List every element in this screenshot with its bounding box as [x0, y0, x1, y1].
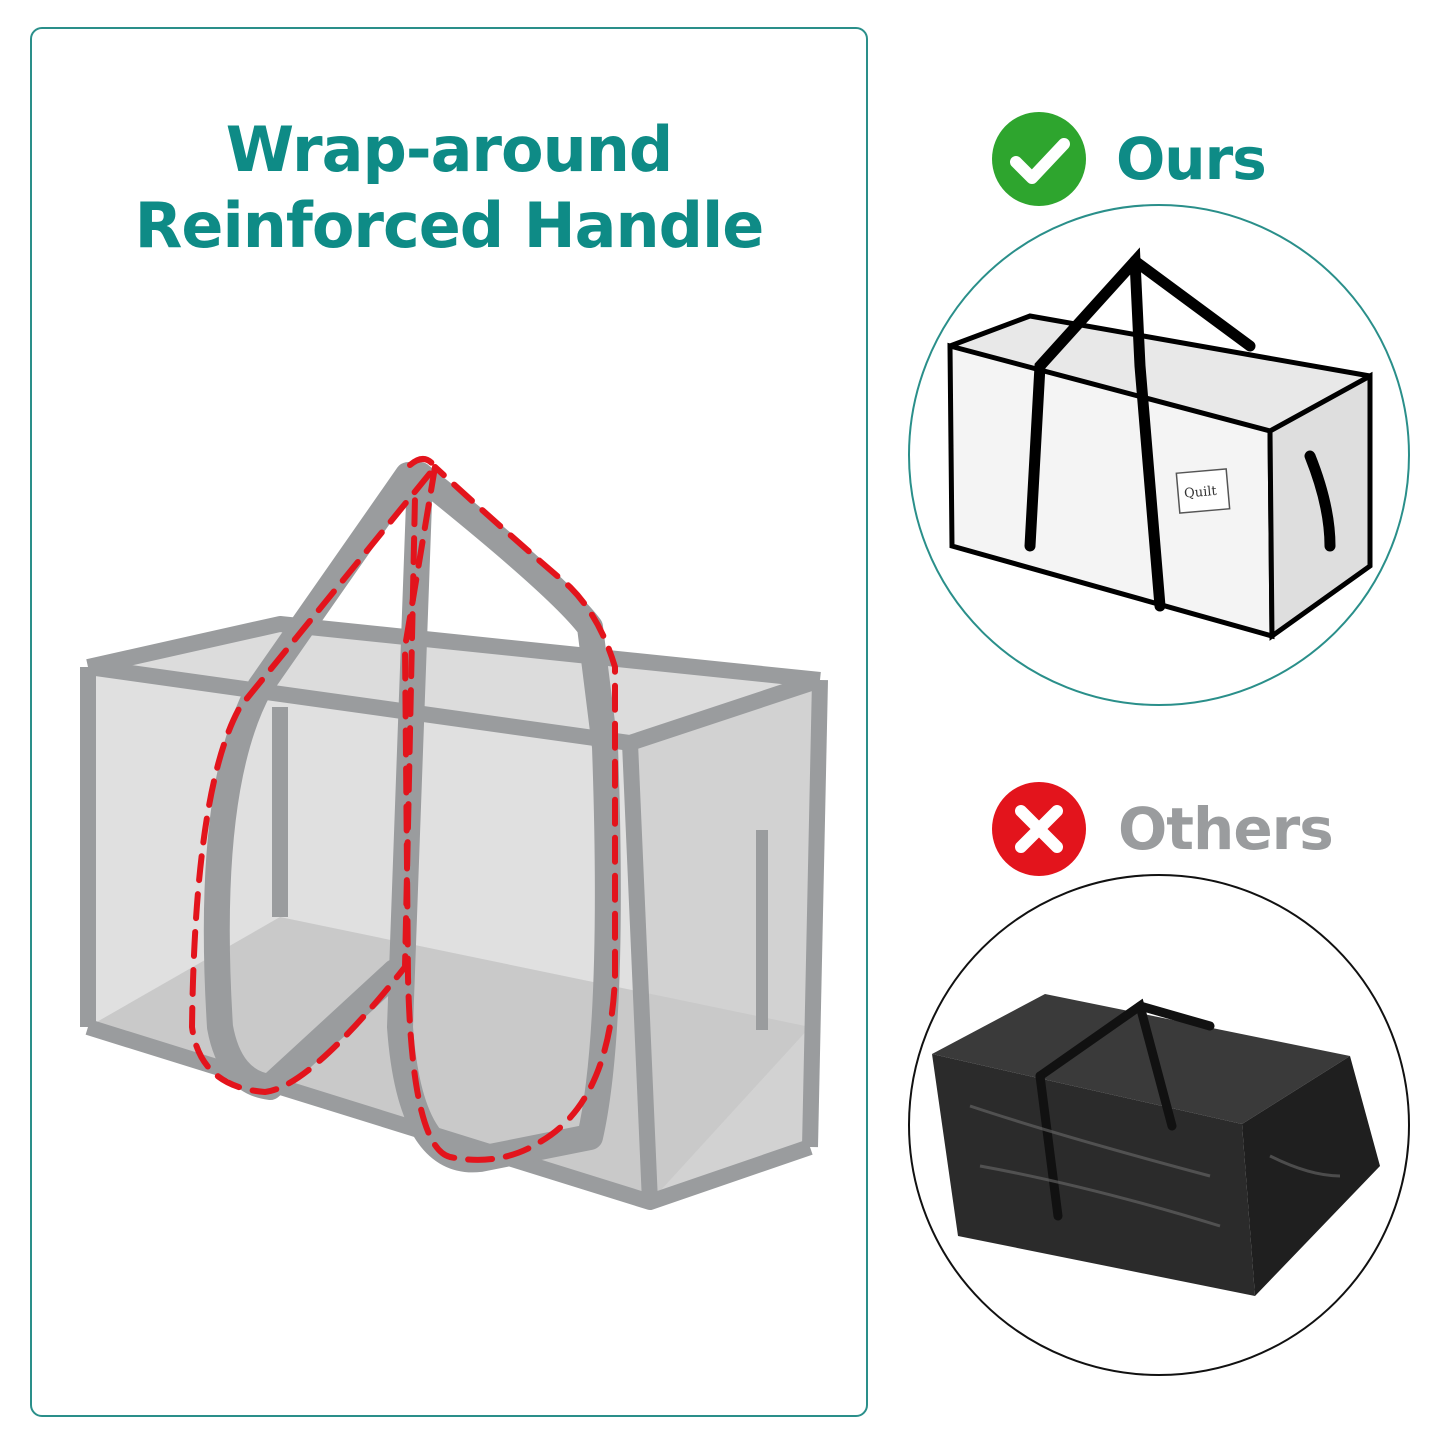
others-label: Others [1118, 795, 1334, 863]
bag-handle-diagram [80, 456, 828, 1210]
side-handle-slot [756, 830, 768, 1030]
feature-headline: Wrap-around Reinforced Handle [30, 112, 868, 264]
x-circle-icon [992, 782, 1086, 876]
others-label-row: Others [990, 780, 1334, 878]
ours-bag-image: Quilt [947, 247, 1373, 641]
handle-straps [203, 462, 621, 1173]
headline-line-1: Wrap-around [225, 113, 674, 186]
others-bag-image [932, 994, 1380, 1296]
headline-line-2: Reinforced Handle [134, 189, 765, 262]
check-circle-icon [992, 112, 1086, 206]
ours-bag-circle: Quilt [908, 204, 1410, 706]
reinforced-handle-outline [189, 456, 618, 1163]
ours-label-row: Ours [990, 110, 1267, 208]
ours-label: Ours [1116, 125, 1267, 193]
ours-bag-tag: Quilt [1184, 484, 1219, 502]
others-bag-circle [908, 874, 1410, 1376]
bag-floor [88, 917, 810, 1202]
